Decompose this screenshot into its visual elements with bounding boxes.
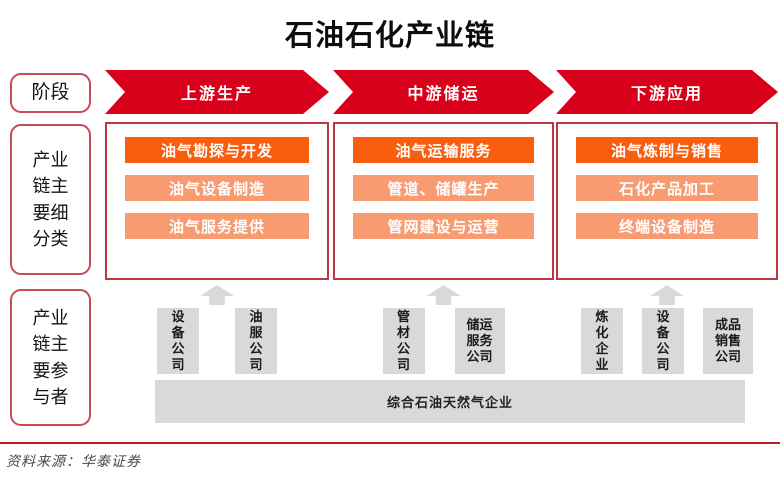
segment-box-downstream: 油气炼制与销售 石化产品加工 终端设备制造 (556, 122, 778, 280)
segment-bar: 石化产品加工 (576, 175, 758, 201)
participant-box: 油服公司 (235, 308, 277, 374)
stage-banner-midstream: 中游储运 (333, 70, 554, 114)
row-label-stage-text: 阶段 (31, 82, 70, 104)
segment-bar: 管道、储罐生产 (353, 175, 534, 201)
row-label-segments: 产业链主要细分类 (10, 124, 91, 275)
page-title: 石油石化产业链 (284, 20, 495, 52)
up-arrow-icon (650, 285, 684, 305)
row-label-participants: 产业链主要参与者 (10, 289, 91, 426)
segment-box-midstream: 油气运输服务 管道、储罐生产 管网建设与运营 (333, 122, 554, 280)
integrated-companies-label: 综合石油天然气企业 (386, 395, 513, 410)
segment-box-upstream: 油气勘探与开发 油气设备制造 油气服务提供 (105, 122, 329, 280)
participant-box: 管材公司 (382, 308, 425, 374)
participant-box: 设备公司 (157, 308, 199, 374)
footer-divider (0, 442, 780, 444)
participant-label: 成品销售公司 (714, 316, 741, 365)
participant-label: 管材公司 (396, 308, 410, 373)
segment-bar: 油气运输服务 (353, 137, 534, 163)
row-label-stage: 阶段 (10, 73, 91, 113)
participant-box: 储运服务公司 (454, 308, 505, 374)
segment-bar: 油气设备制造 (125, 175, 309, 201)
participant-box: 设备公司 (642, 308, 684, 374)
row-label-segments-text: 产业链主要细分类 (32, 150, 69, 249)
segment-bar: 油气勘探与开发 (125, 137, 309, 163)
participant-label: 油服公司 (249, 308, 263, 373)
stage-banner-label: 上游生产 (180, 86, 253, 103)
stage-banner-upstream: 上游生产 (105, 70, 329, 114)
participant-label: 炼化企业 (595, 308, 609, 373)
up-arrow-icon (426, 285, 461, 305)
column-downstream: 下游应用 油气炼制与销售 石化产品加工 终端设备制造 炼化企业 设备公司 成品销… (556, 70, 778, 376)
participant-box: 炼化企业 (581, 308, 623, 374)
stage-banner-label: 中游储运 (407, 86, 480, 103)
participants-downstream: 炼化企业 设备公司 成品销售公司 (556, 308, 778, 374)
segment-bar: 终端设备制造 (576, 213, 758, 239)
participant-label: 设备公司 (171, 308, 185, 373)
participant-label: 储运服务公司 (466, 316, 493, 365)
column-midstream: 中游储运 油气运输服务 管道、储罐生产 管网建设与运营 管材公司 储运服务公司 (333, 70, 554, 376)
stage-banner-label: 下游应用 (630, 86, 703, 103)
participant-label: 设备公司 (656, 308, 670, 373)
source-note: 资料来源：华泰证券 (6, 455, 141, 470)
stage-banner-downstream: 下游应用 (556, 70, 778, 114)
participants-midstream: 管材公司 储运服务公司 (333, 308, 554, 374)
segment-bar: 油气炼制与销售 (576, 137, 758, 163)
segment-bar: 油气服务提供 (125, 213, 309, 239)
column-upstream: 上游生产 油气勘探与开发 油气设备制造 油气服务提供 设备公司 油服公司 (105, 70, 329, 376)
up-arrow-icon (200, 285, 234, 305)
participant-box: 成品销售公司 (703, 308, 753, 374)
segment-bar: 管网建设与运营 (353, 213, 534, 239)
integrated-companies-bar: 综合石油天然气企业 (155, 380, 745, 423)
row-label-participants-text: 产业链主要参与者 (32, 308, 69, 407)
participants-upstream: 设备公司 油服公司 (105, 308, 329, 374)
